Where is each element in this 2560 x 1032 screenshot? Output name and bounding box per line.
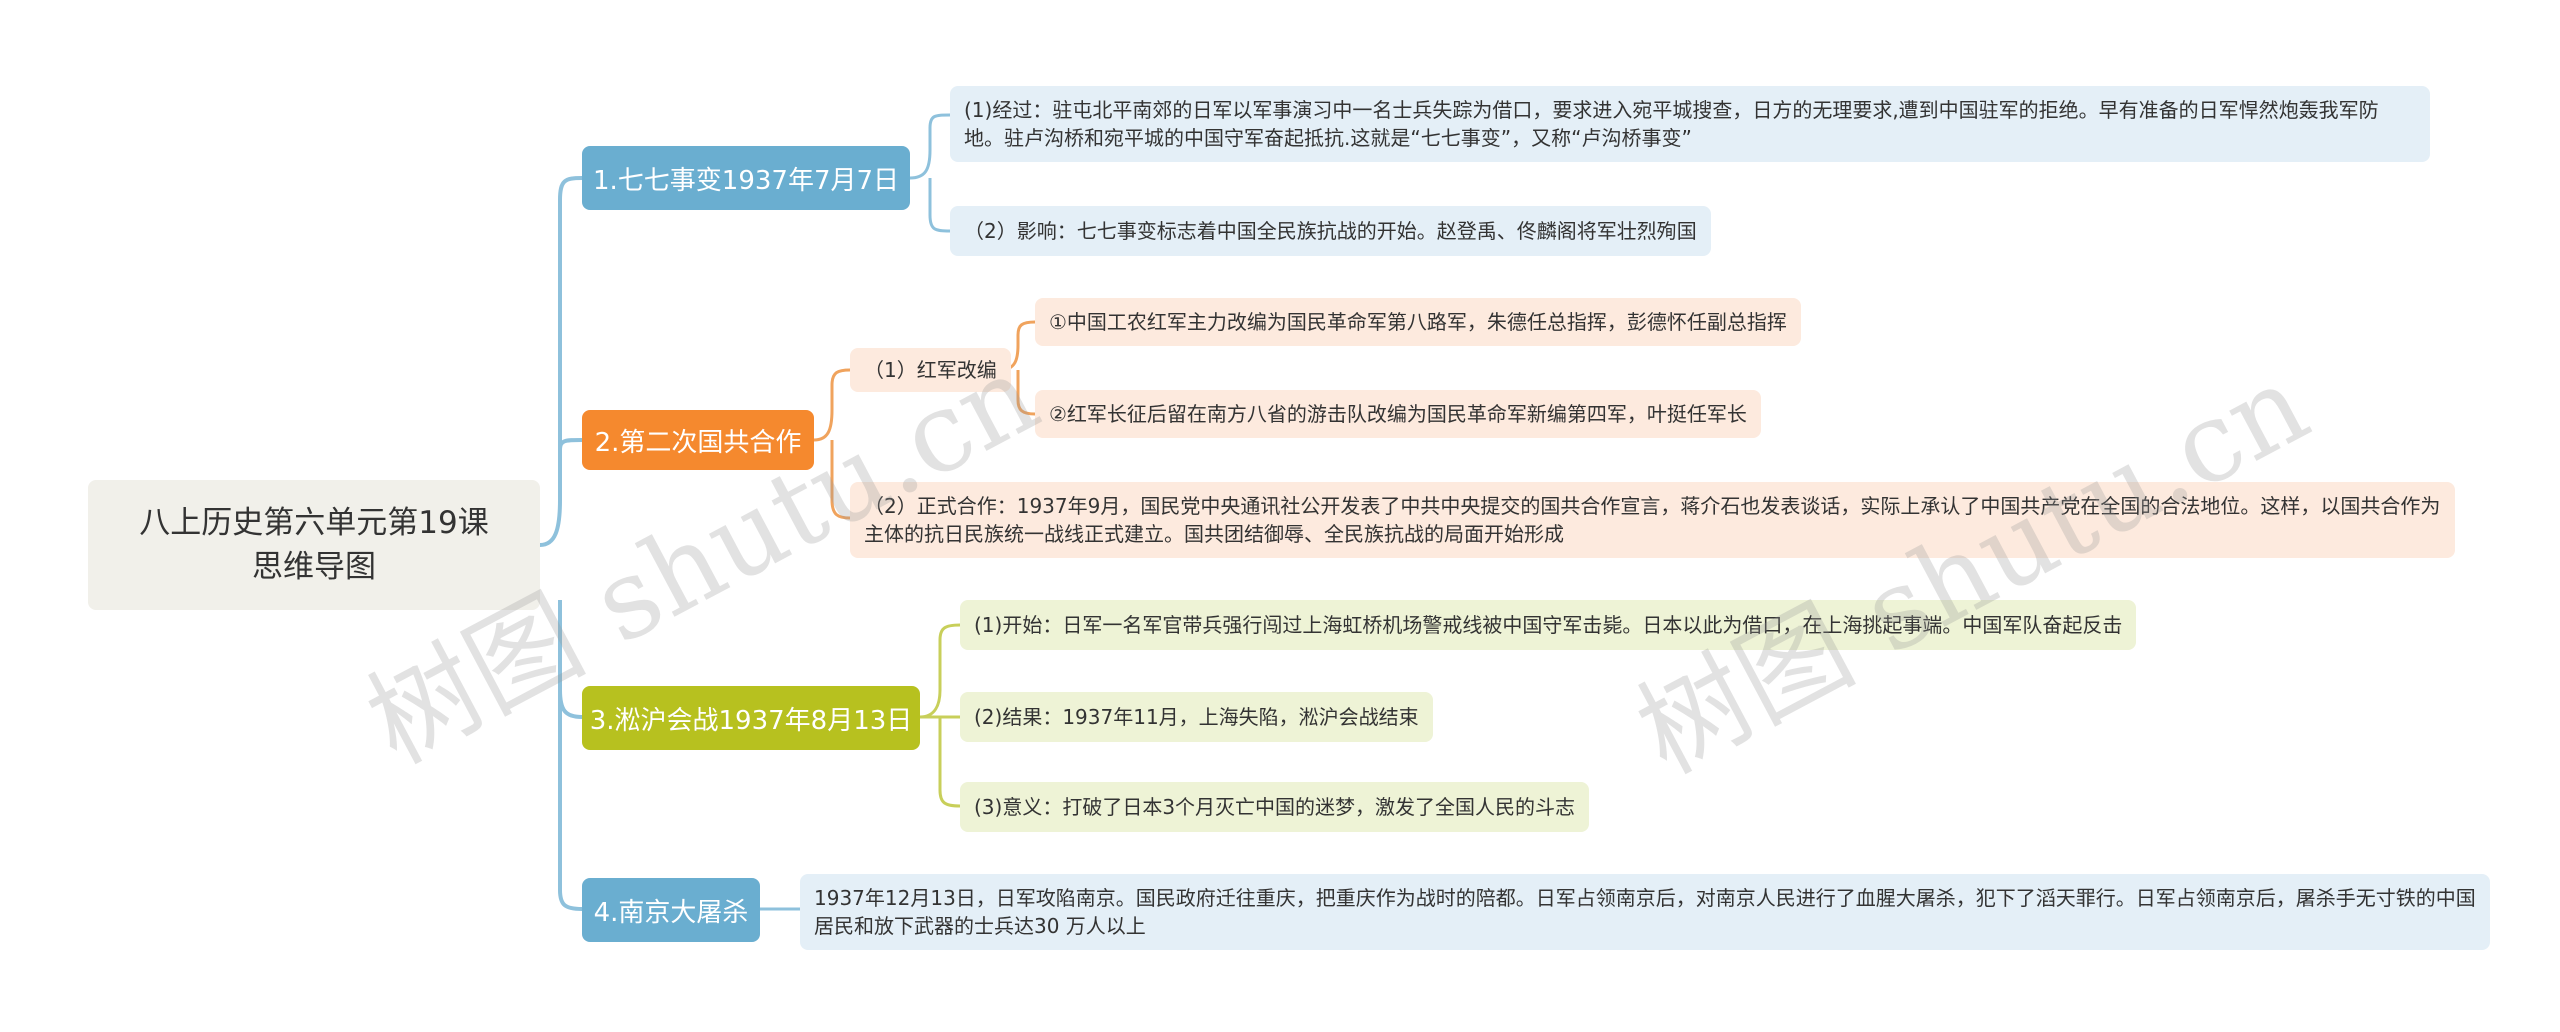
branch-2-subleaf-eighth-route[interactable]: ①中国工农红军主力改编为国民革命军第八路军，朱德任总指挥，彭德怀任副总指挥 [1035,298,1801,346]
root-title-line2: 思维导图 [251,549,376,585]
branch-4-topic[interactable]: 4.南京大屠杀 [582,878,760,942]
branch-2-topic[interactable]: 2.第二次国共合作 [582,410,814,470]
branch-1-leaf-impact[interactable]: （2）影响：七七事变标志着中国全民族抗战的开始。赵登禹、佟麟阁将军壮烈殉国 [950,206,1711,256]
branch-2-subleaf-new-fourth[interactable]: ②红军长征后留在南方八省的游击队改编为国民革命军新编第四军，叶挺任军长 [1035,390,1761,438]
branch-1-topic[interactable]: 1.七七事变1937年7月7日 [582,146,910,210]
branch-4-leaf-massacre[interactable]: 1937年12月13日，日军攻陷南京。国民政府迁往重庆，把重庆作为战时的陪都。日… [800,874,2490,950]
root-title-line1: 八上历史第六单元第19课 [139,505,489,541]
branch-1-leaf-process[interactable]: (1)经过：驻屯北平南郊的日军以军事演习中一名士兵失踪为借口，要求进入宛平城搜查… [950,86,2430,162]
branch-2-leaf-formal-cooperation[interactable]: （2）正式合作：1937年9月，国民党中央通讯社公开发表了中共中央提交的国共合作… [850,482,2455,558]
root-topic[interactable]: 八上历史第六单元第19课 思维导图 [88,480,540,610]
branch-3-leaf-start[interactable]: (1)开始：日军一名军官带兵强行闯过上海虹桥机场警戒线被中国守军击毙。日本以此为… [960,600,2137,650]
branch-2-leaf-red-army[interactable]: （1）红军改编 [850,348,1011,392]
branch-3-topic[interactable]: 3.淞沪会战1937年8月13日 [582,686,920,750]
branch-3-leaf-significance[interactable]: (3)意义：打破了日本3个月灭亡中国的迷梦，激发了全国人民的斗志 [960,782,1590,832]
branch-3-leaf-result[interactable]: (2)结果：1937年11月，上海失陷，淞沪会战结束 [960,692,1433,742]
